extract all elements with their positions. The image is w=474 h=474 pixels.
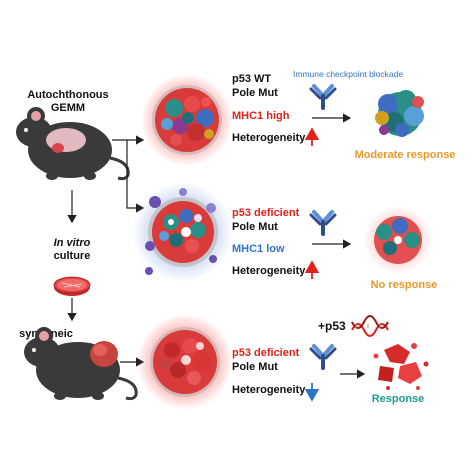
row1-p53-label: p53 WT — [232, 73, 271, 85]
antibody-row3-icon — [309, 344, 337, 370]
outcome-row2-icon — [364, 206, 432, 274]
arrow-to-row2 — [126, 140, 145, 213]
row1-heterogeneity-label: Heterogeneity — [232, 132, 306, 144]
antibody-row2-icon — [309, 210, 337, 236]
petri-dish-icon — [53, 276, 91, 296]
row2-outcome-label: No response — [371, 279, 438, 291]
row1-pole-label: Pole Mut — [232, 87, 278, 99]
row2-heterogeneity-label: Heterogeneity — [232, 265, 306, 277]
row3-added-label: +p53 — [318, 319, 346, 333]
row1-mhc-label: MHC1 high — [232, 110, 290, 122]
row2-pole-label: Pole Mut — [232, 221, 278, 233]
gemm-mouse-icon — [16, 107, 130, 181]
icb-label: Immune checkpoint blockade — [293, 69, 403, 79]
outcome-row3-icon — [373, 343, 429, 390]
row2-mhc-label: MHC1 low — [232, 243, 285, 255]
tumor-row3-icon — [137, 314, 233, 410]
tumor-row1-icon — [141, 74, 233, 166]
row3-pole-label: Pole Mut — [232, 361, 278, 373]
row1-outcome-label: Moderate response — [355, 149, 456, 161]
row3-heterogeneity-label: Heterogeneity — [232, 384, 306, 396]
gemm-label-line2: GEMM — [51, 102, 85, 114]
antibody-row1-icon — [309, 84, 337, 110]
invitro-label-line1: In vitro — [54, 237, 91, 249]
dna-icon — [351, 315, 389, 337]
invitro-label-line2: culture — [54, 250, 91, 262]
tumor-row2-icon — [133, 182, 233, 282]
gemm-label-line1: Autochthonous — [27, 89, 108, 101]
row3-outcome-label: Response — [372, 393, 425, 405]
row2-p53-label: p53 deficient — [232, 207, 300, 219]
syngeneic-mouse-icon — [24, 327, 138, 401]
outcome-row1-icon — [375, 90, 424, 137]
row3-p53-label: p53 deficient — [232, 347, 300, 359]
